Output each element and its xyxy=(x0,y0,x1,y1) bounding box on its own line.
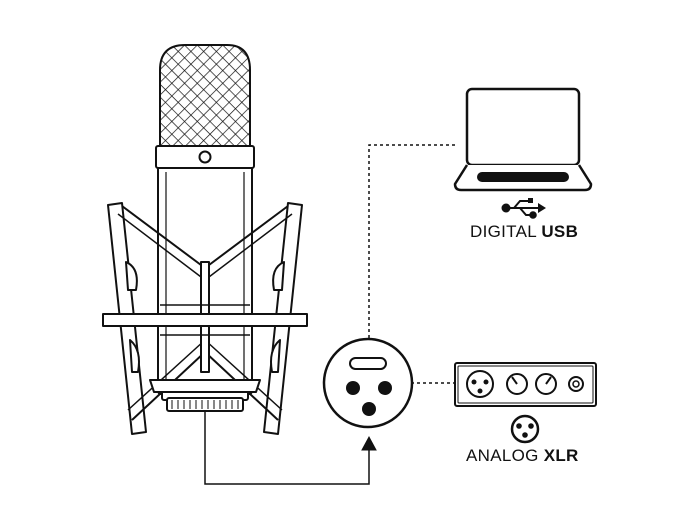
laptop-icon xyxy=(453,87,593,192)
xlr-label-bold: XLR xyxy=(543,446,579,465)
microphone-grille xyxy=(159,44,251,148)
shock-mount xyxy=(102,202,308,435)
usb-dashed-line xyxy=(368,144,455,362)
connector-arrow xyxy=(361,435,377,451)
usb-label-prefix: DIGITAL xyxy=(470,222,542,241)
xlr-connector-icon xyxy=(510,414,540,444)
microphone-indicator xyxy=(198,150,212,164)
audio-interface-icon xyxy=(454,362,597,407)
microphone-base-knurl xyxy=(166,397,244,412)
mic-to-connector-line xyxy=(204,412,370,485)
connection-lines xyxy=(204,144,455,485)
xlr-label-prefix: ANALOG xyxy=(466,446,544,465)
usb-c-port xyxy=(349,357,387,370)
usb-label-bold: USB xyxy=(541,222,579,241)
analog-xlr-label: ANALOG XLR xyxy=(466,446,579,466)
combo-connector-icon xyxy=(322,337,414,429)
usb-icon xyxy=(501,198,546,219)
mount-bar xyxy=(102,313,308,327)
digital-usb-label: DIGITAL USB xyxy=(470,222,578,242)
interface-xlr-input xyxy=(466,370,494,398)
